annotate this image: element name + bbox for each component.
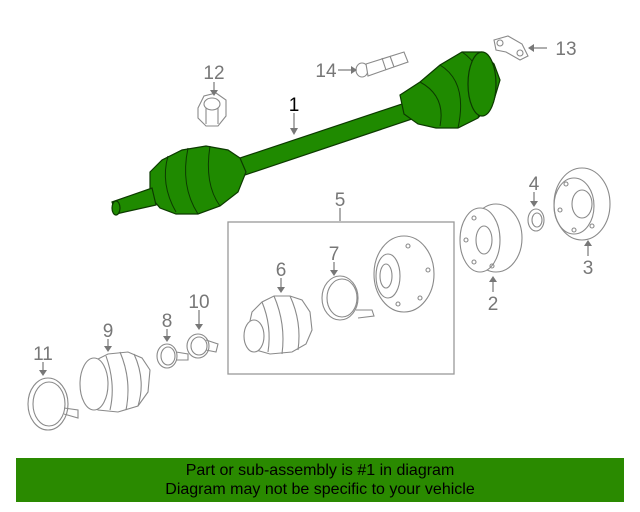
banner-line-2: Diagram may not be specific to your vehi… [165,481,475,498]
boot[interactable] [243,295,313,355]
callout-2[interactable]: 2 [488,294,499,315]
lock-plate[interactable] [493,35,529,61]
callout-5[interactable]: 5 [335,190,346,211]
boot-clamp[interactable] [321,275,375,321]
washer[interactable] [527,208,545,232]
flange-cover[interactable] [553,167,611,241]
outer-boot[interactable] [79,351,151,413]
callout-10[interactable]: 10 [188,292,209,313]
cv-joint[interactable] [459,203,523,273]
kit-box [227,221,455,375]
callout-4[interactable]: 4 [529,174,540,195]
callout-12[interactable]: 12 [203,63,224,84]
callout-14[interactable]: 14 [315,61,337,82]
axle-shaft-assembly[interactable] [111,51,501,216]
callout-3[interactable]: 3 [583,258,594,279]
callout-7[interactable]: 7 [329,244,340,265]
bolt[interactable] [355,51,409,78]
hub-flange[interactable] [373,235,435,313]
callout-9[interactable]: 9 [103,321,114,342]
callout-8[interactable]: 8 [162,311,173,332]
clamp-medium[interactable] [186,333,219,359]
axle-nut[interactable] [197,92,227,127]
banner-line-1: Part or sub-assembly is #1 in diagram [185,462,455,479]
callout-13[interactable]: 13 [555,39,576,60]
clamp-large[interactable] [27,377,79,431]
callout-arrows [39,44,592,376]
clamp-small[interactable] [156,343,189,369]
callout-1[interactable]: 1 [289,95,300,116]
info-banner: Part or sub-assembly is #1 in diagram Di… [16,458,624,502]
callout-11[interactable]: 11 [33,344,53,365]
callout-6[interactable]: 6 [276,260,287,281]
